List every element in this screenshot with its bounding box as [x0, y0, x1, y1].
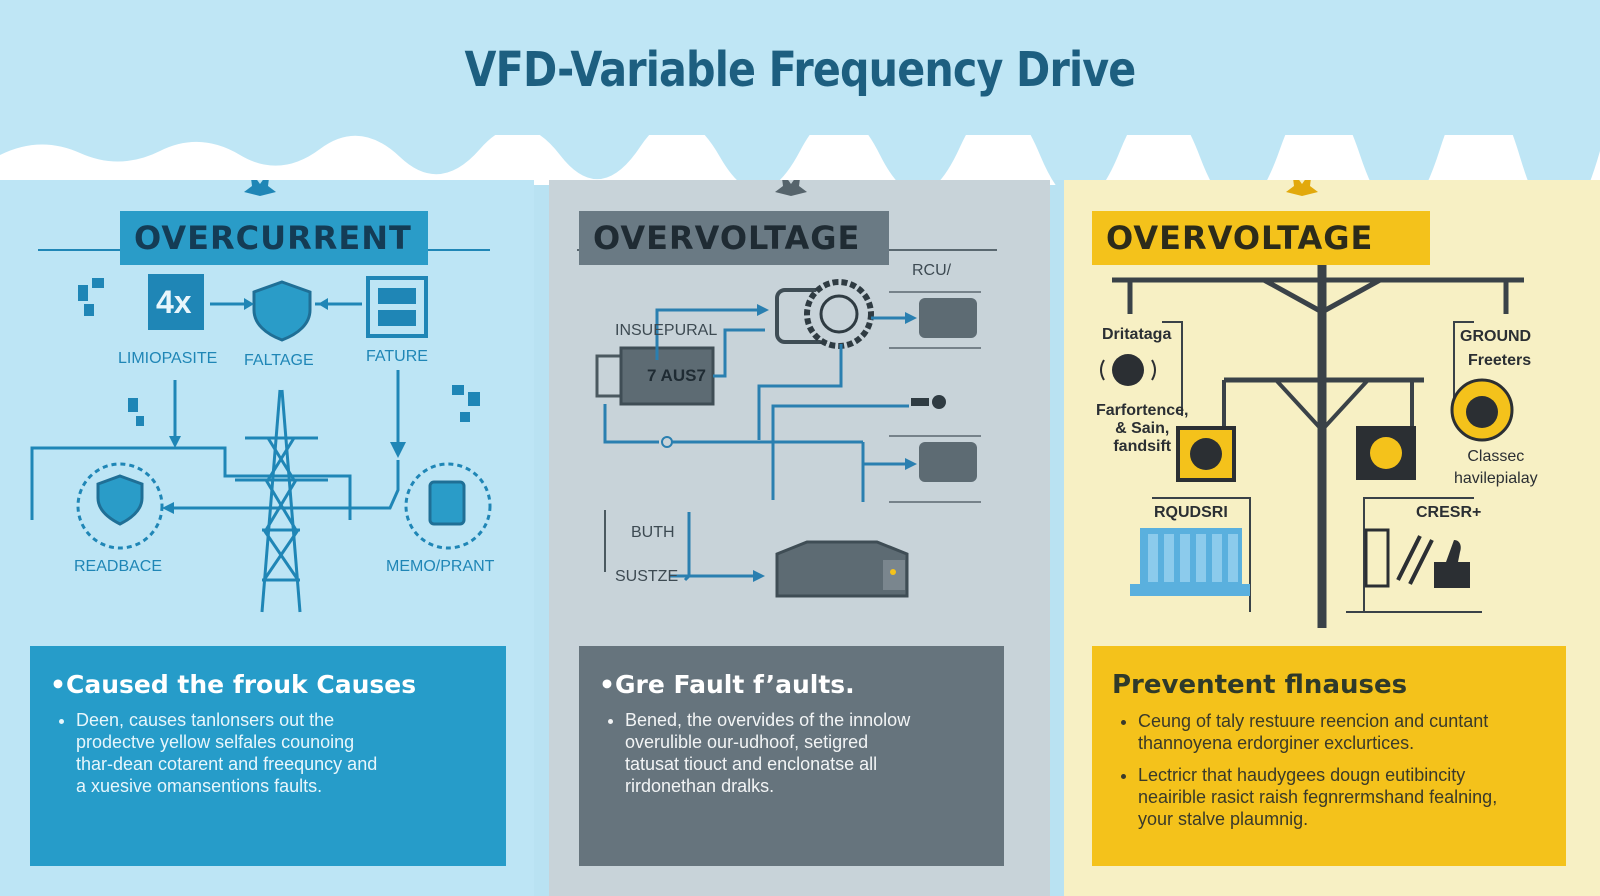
shield-icon — [252, 280, 312, 342]
prevention-box: Preventent flnauses Ceung of taly restuu… — [1092, 646, 1566, 866]
relay-icon-2 — [919, 442, 977, 482]
thumbs-up-tools-icon — [1364, 528, 1470, 588]
faults-box: •Gre Fault f’aults. Bened, the overvides… — [579, 646, 1004, 866]
faults-title: •Gre Fault f’aults. — [599, 670, 855, 699]
panel-heading-overcurrent: OVERCURRENT — [120, 211, 428, 265]
gear-hand-icon — [404, 462, 492, 550]
label-classec: Classec havilepialay — [1454, 448, 1538, 487]
label-memo-prant: MEMO/PRANT — [386, 558, 495, 575]
panel-overvoltage-prevention: Dritataga Farfortence, & Sain, fandsift … — [1064, 180, 1600, 896]
cloud-wave-divider — [0, 135, 1600, 185]
panel-heading-overvoltage: OVERVOLTAGE — [579, 211, 889, 265]
fuse-badge-label: 4x — [156, 284, 192, 320]
causes-bullet: Deen, causes tanlonsers out the prodectv… — [76, 709, 486, 797]
panel-heading-overvoltage-2: OVERVOLTAGE — [1092, 211, 1430, 265]
transmission-tower-icon — [235, 389, 328, 613]
label-freeters: Freeters — [1468, 352, 1532, 369]
cabinet-icon — [775, 540, 909, 598]
motor-gear-icon — [775, 279, 874, 349]
causes-title: •Caused the frouk Causes — [50, 670, 417, 699]
scatter-marks-icon — [78, 278, 480, 426]
prevention-title: Preventent flnauses — [1112, 670, 1408, 700]
fuse-box-icon — [148, 274, 204, 330]
prevention-bullet-2: Lectricr that haudygees dougn eutibincit… — [1138, 764, 1546, 830]
radiation-warning-icon — [1176, 426, 1236, 482]
causes-box: •Caused the frouk Causes Deen, causes ta… — [30, 646, 506, 866]
overcurrent-diagram — [30, 180, 492, 613]
worker-helmet-icon — [1450, 378, 1514, 442]
bird-icon — [775, 180, 807, 196]
label-insuepural: INSUEPURAL — [615, 322, 718, 339]
panel-overvoltage-fault: RCU/ INSUEPURAL 7 AUS7 BUTH SUSTZE OVERV… — [549, 180, 1050, 896]
panel-gauge-icon — [366, 276, 428, 338]
fault-box-icon — [595, 346, 715, 406]
prevention-bullet-1: Ceung of taly restuure reencion and cunt… — [1138, 710, 1546, 754]
label-sustze: SUSTZE — [615, 568, 679, 585]
brain-shield-icon — [76, 462, 164, 550]
overvoltage-diagram — [577, 180, 997, 598]
label-limiopasite: LIMIOPASITE — [118, 350, 218, 367]
relay-icon-1 — [919, 298, 977, 338]
label-fature: FATURE — [366, 348, 428, 365]
header-banner: VFD-Variable Frequency Drive — [0, 0, 1600, 185]
label-faltage: FALTAGE — [244, 352, 314, 369]
prevention-diagram — [1100, 180, 1524, 628]
label-cresr: CRESR+ — [1416, 504, 1482, 521]
label-dritataga: Dritataga — [1102, 326, 1172, 343]
label-rqudsri: RQUDSRI — [1154, 504, 1228, 521]
bird-icon — [1286, 180, 1318, 196]
building-icon — [1130, 528, 1250, 596]
hazard-face-icon — [1356, 426, 1416, 480]
label-buth: BUTH — [631, 524, 675, 541]
wrench-icon — [911, 395, 946, 409]
label-readbace: READBACE — [74, 558, 163, 575]
label-rcu: RCU/ — [912, 262, 952, 279]
bird-icon — [244, 180, 276, 196]
speaker-person-icon — [1100, 354, 1156, 386]
panel-overcurrent: 4x LIMIOPASITE FALTAGE FATURE READBACE M… — [0, 180, 534, 896]
page-title: VFD-Variable Frequency Drive — [464, 42, 1137, 98]
label-fault-box: 7 AUS7 — [647, 366, 706, 385]
faults-bullet: Bened, the overvides of the innolow over… — [625, 709, 984, 797]
label-farfortence: Farfortence, & Sain, fandsift — [1096, 402, 1189, 455]
label-ground: GROUND — [1460, 328, 1532, 345]
